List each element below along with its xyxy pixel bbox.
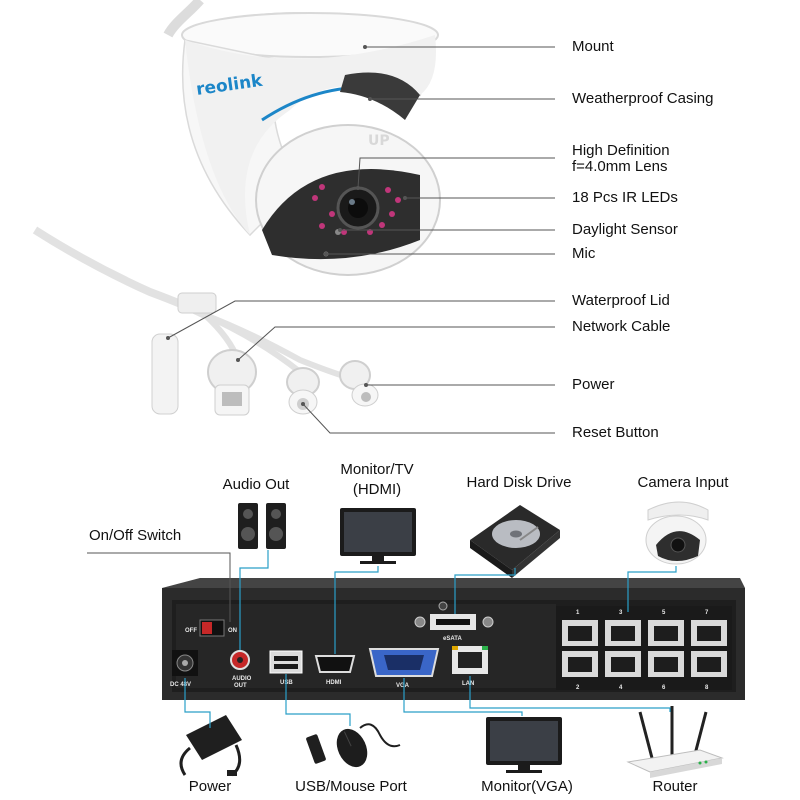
power-adapter-icon [179, 715, 242, 777]
poe-port: 8 [691, 651, 727, 691]
poe-port-number: 5 [662, 610, 666, 616]
label-router: Router [652, 778, 698, 795]
label-audio-out: Audio Out [222, 476, 290, 493]
speakers-icon [238, 503, 286, 549]
label-monitor-tv-line1: Monitor/TV [340, 461, 414, 478]
label-mount: Mount [572, 38, 614, 55]
router-icon [626, 706, 724, 778]
label-ir-leds: 18 Pcs IR LEDs [572, 189, 678, 206]
dome-camera-small-icon [645, 501, 709, 565]
poe-port-number: 3 [619, 610, 623, 616]
poe-port-number: 7 [705, 610, 709, 616]
switch-callout-line [87, 552, 231, 622]
hard-disk-icon [470, 505, 560, 578]
label-daylight-sensor: Daylight Sensor [572, 221, 678, 238]
dc-print: DC 48V [170, 682, 191, 688]
label-network-cable: Network Cable [572, 318, 671, 335]
poe-port-number: 1 [576, 610, 580, 616]
poe-ports: 1 2 3 4 5 6 7 8 [556, 606, 732, 691]
hdmi-port: HDMI [314, 655, 356, 686]
esata-port: eSATA [414, 601, 494, 642]
label-on-off-switch: On/Off Switch [89, 527, 182, 544]
vga-print: VGA [396, 683, 410, 689]
dc-jack: DC 48V [170, 650, 198, 688]
camera-cable [32, 226, 379, 416]
poe-port: 1 [562, 610, 598, 646]
waterproof-lid [151, 333, 179, 415]
poe-port: 2 [562, 651, 598, 691]
lan-print: LAN [462, 681, 474, 687]
hdmi-print: HDMI [326, 680, 342, 686]
poe-port-number: 4 [619, 685, 623, 691]
power-switch: OFF ON [185, 619, 237, 637]
esata-print: eSATA [443, 636, 462, 642]
vga-monitor-icon [486, 717, 562, 773]
nvr-recorder: OFF ON DC 48V AUDIO OUT USB HDMI [162, 578, 745, 700]
poe-port: 7 [691, 610, 727, 646]
up-marking: UP [368, 133, 390, 149]
label-mic: Mic [572, 245, 596, 262]
label-monitor-vga: Monitor(VGA) [481, 778, 573, 795]
switch-off-print: OFF [185, 628, 197, 634]
poe-port-number: 6 [662, 685, 666, 691]
label-reset-button: Reset Button [572, 424, 659, 441]
audio-out-print-1: AUDIO [232, 676, 252, 682]
reset-connector [286, 367, 320, 415]
poe-port: 3 [605, 610, 641, 646]
label-usb-mouse: USB/Mouse Port [295, 778, 407, 795]
audio-out-print-2: OUT [234, 683, 247, 689]
switch-on-print: ON [228, 628, 237, 634]
lan-port: LAN [452, 646, 488, 687]
audio-out-jack: AUDIO OUT [230, 650, 252, 689]
label-hard-disk: Hard Disk Drive [466, 474, 572, 491]
label-lens-line2: f=4.0mm Lens [572, 158, 668, 175]
label-lens-line1: High Definition [572, 142, 670, 159]
camera-callout-lines [166, 45, 555, 434]
poe-port-number: 8 [705, 685, 709, 691]
network-cable-plug [207, 349, 257, 416]
poe-port: 4 [605, 651, 641, 691]
power-connector [339, 360, 379, 407]
label-weatherproof-casing: Weatherproof Casing [572, 90, 714, 107]
poe-port: 6 [648, 651, 684, 691]
vga-port: VGA [368, 648, 440, 689]
label-camera-input: Camera Input [637, 474, 729, 491]
label-monitor-tv-line2: (HDMI) [352, 481, 402, 498]
usb-mouse-icon [306, 723, 401, 768]
label-waterproof-lid: Waterproof Lid [572, 292, 670, 309]
poe-port: 5 [648, 610, 684, 646]
dome-camera: reolink UP [163, 0, 441, 276]
label-power-nvr: Power [188, 778, 232, 795]
usb-port: USB [269, 650, 303, 686]
poe-port-number: 2 [576, 685, 580, 691]
usb-print: USB [280, 680, 293, 686]
hdmi-monitor-icon [340, 508, 416, 564]
label-power-camera: Power [572, 376, 615, 393]
nvr-connector-lines [184, 550, 677, 728]
